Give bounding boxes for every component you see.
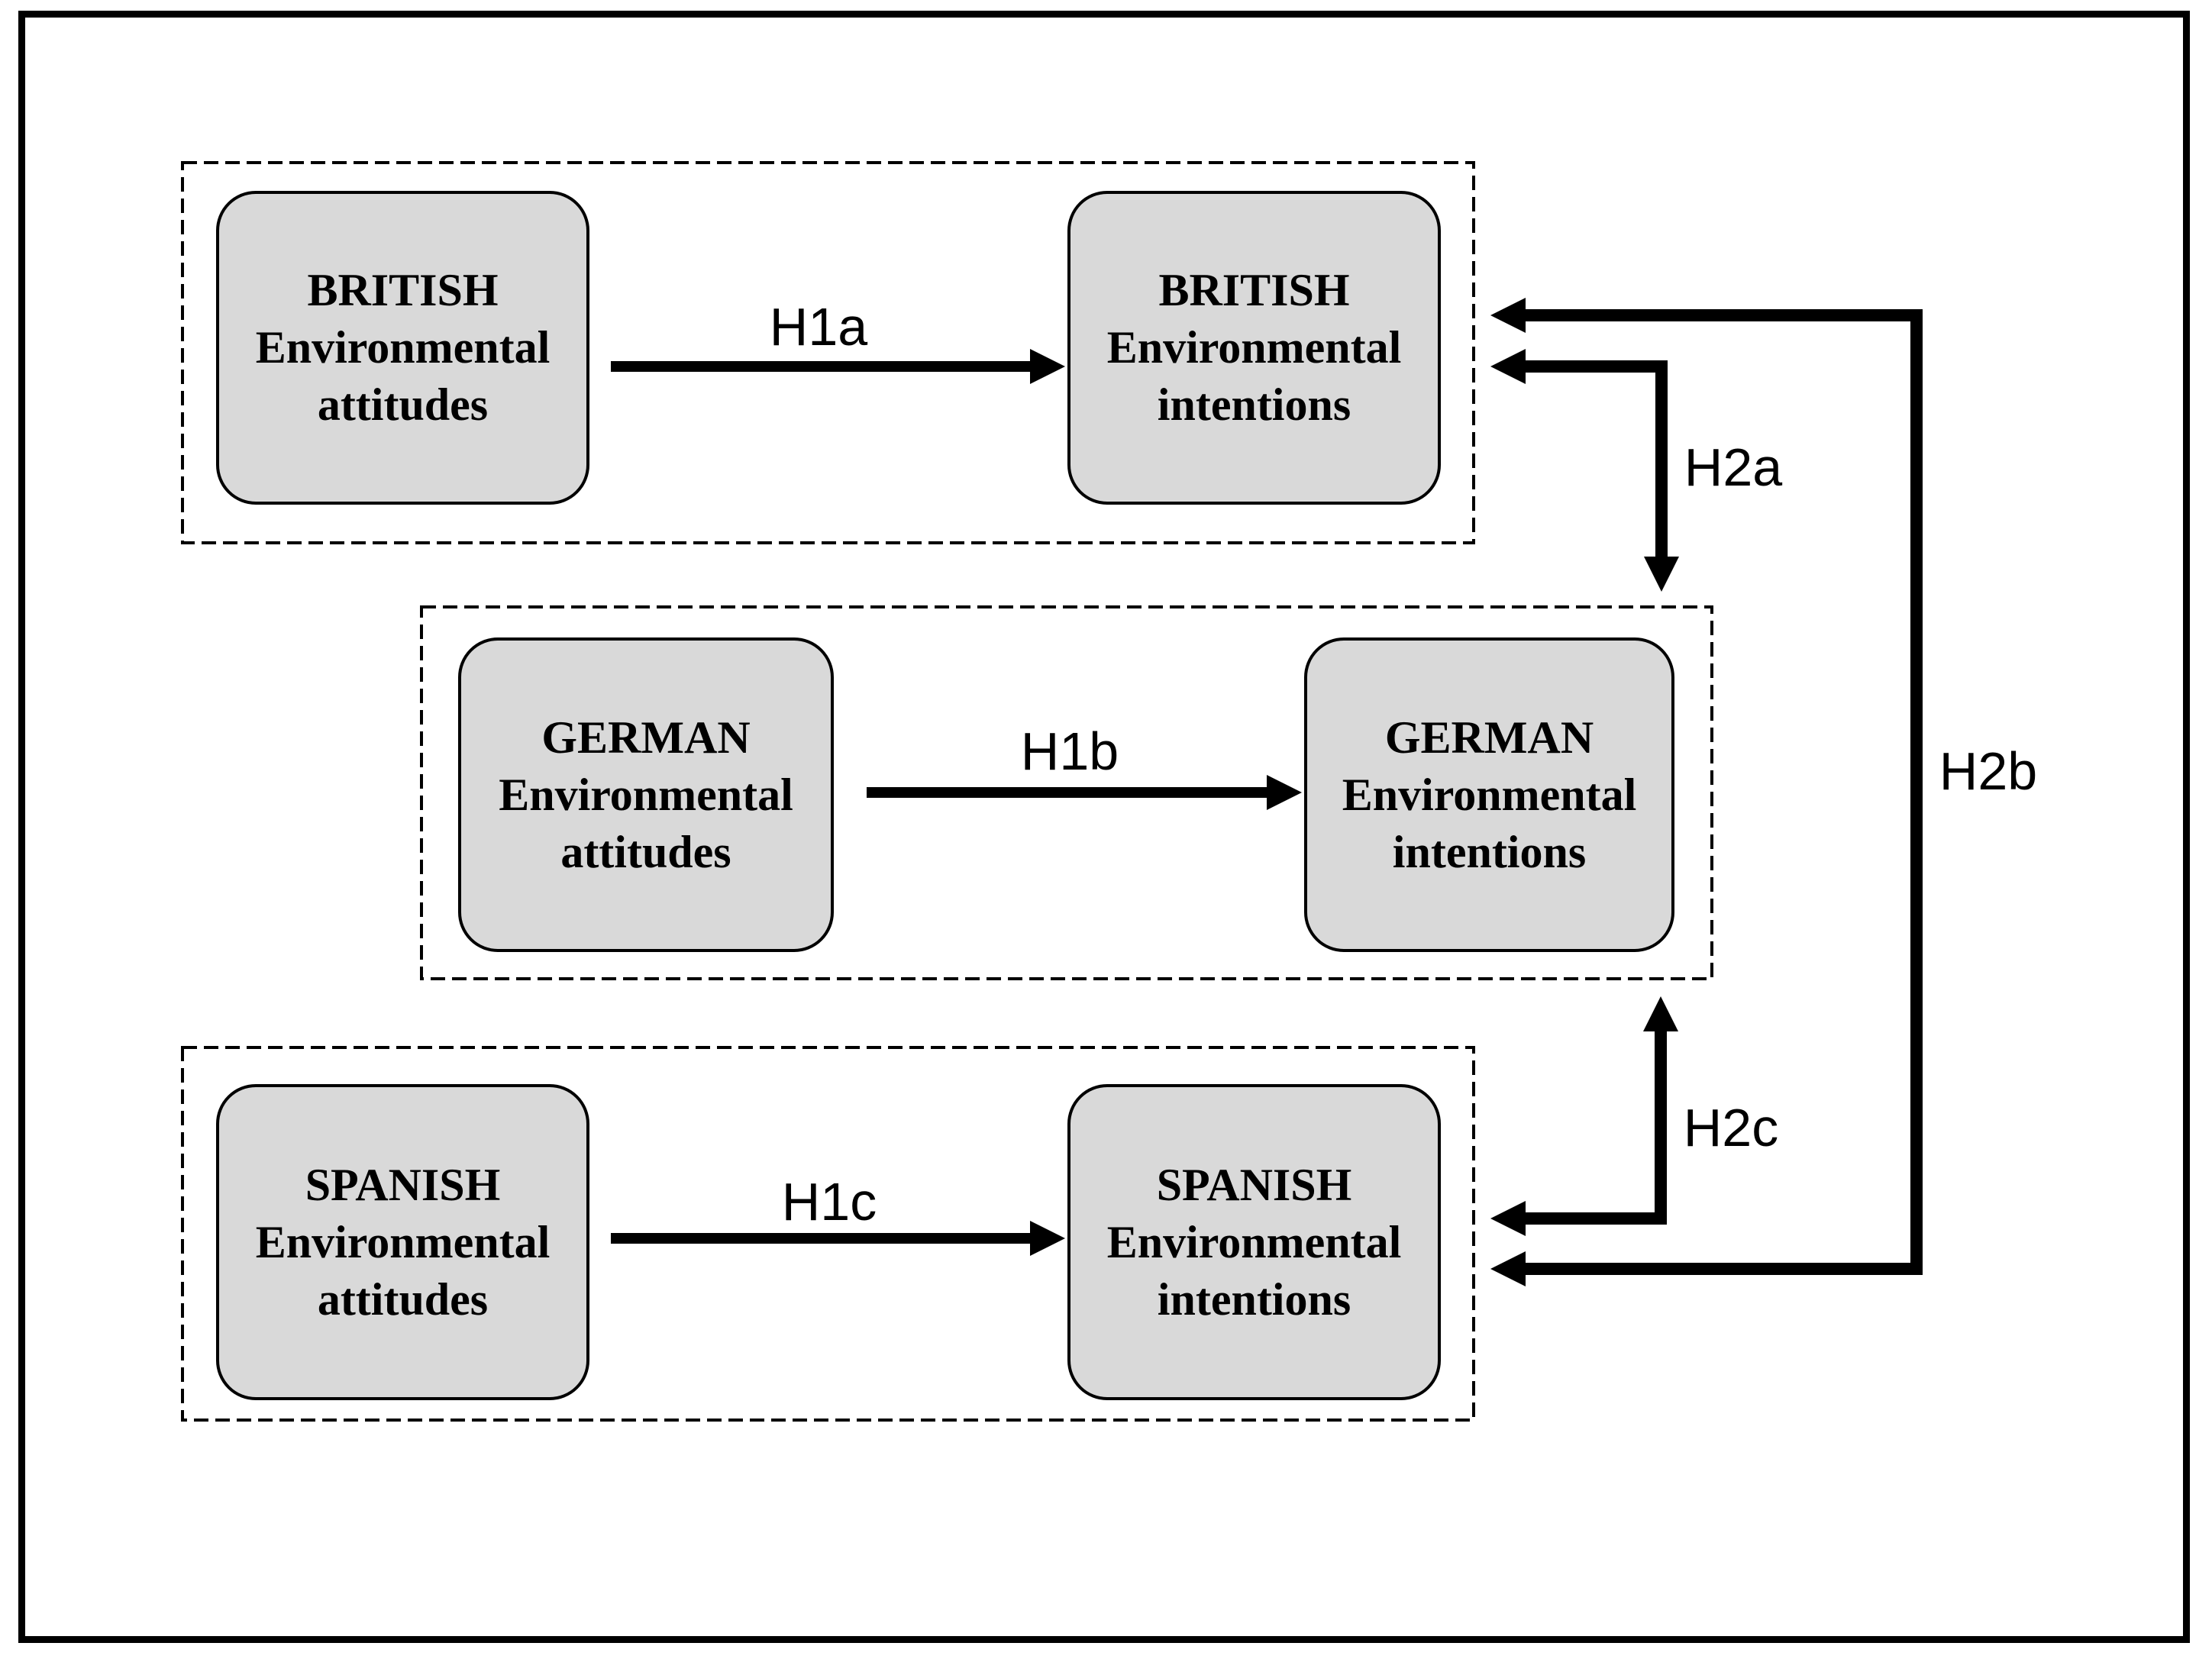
- node-line: Environmental: [1106, 322, 1402, 373]
- node-line: BRITISH: [1158, 265, 1350, 315]
- british-group-outline: [181, 161, 1475, 544]
- node-line: intentions: [1157, 1273, 1351, 1325]
- node-line: SPANISH: [305, 1159, 501, 1210]
- label-h1b: H1b: [1020, 721, 1119, 781]
- h1a-arrowhead: [1030, 349, 1065, 384]
- h2b-arrowhead-top: [1490, 298, 1526, 333]
- node-line: Environmental: [255, 322, 551, 373]
- label-h1c: H1c: [781, 1172, 877, 1231]
- node-line: BRITISH: [307, 265, 499, 315]
- node-british-attitudes: BRITISH Environmental attitudes: [216, 191, 589, 505]
- node-line: attitudes: [317, 379, 489, 430]
- label-h1a: H1a: [769, 297, 868, 357]
- label-h2c: H2c: [1683, 1098, 1779, 1157]
- h2c-arrowhead-up: [1643, 996, 1678, 1031]
- node-line: SPANISH: [1156, 1159, 1352, 1210]
- node-line: intentions: [1392, 826, 1587, 877]
- h1b-arrowhead: [1267, 775, 1302, 810]
- label-h2b: H2b: [1939, 741, 2038, 801]
- node-line: intentions: [1157, 379, 1351, 430]
- h2a-arrow-line: [1524, 360, 1668, 558]
- h2c-arrowhead-left: [1490, 1201, 1526, 1236]
- node-line: GERMAN: [541, 712, 751, 763]
- h2a-arrowhead-down: [1644, 557, 1679, 592]
- h2b-arrowhead-bottom: [1490, 1251, 1526, 1286]
- spanish-group-outline: [181, 1046, 1475, 1422]
- h2a-arrowhead-left: [1490, 349, 1526, 384]
- node-line: attitudes: [560, 826, 731, 877]
- h1c-arrowhead: [1030, 1221, 1065, 1256]
- figure-border: [18, 11, 2190, 1643]
- node-line: Environmental: [499, 769, 793, 820]
- node-spanish-intentions: SPANISH Environmental intentions: [1067, 1084, 1441, 1400]
- node-german-intentions: GERMAN Environmental intentions: [1304, 637, 1674, 952]
- node-german-attitudes: GERMAN Environmental attitudes: [458, 637, 834, 952]
- node-spanish-attitudes: SPANISH Environmental attitudes: [216, 1084, 589, 1400]
- h2b-arrow-line: [1524, 309, 1923, 1275]
- label-h2a: H2a: [1684, 437, 1783, 497]
- node-line: Environmental: [1342, 769, 1637, 820]
- node-line: GERMAN: [1384, 712, 1594, 763]
- h2c-arrow-line: [1524, 1031, 1667, 1225]
- node-line: Environmental: [255, 1216, 551, 1267]
- german-group-outline: [420, 605, 1713, 980]
- node-line: Environmental: [1106, 1216, 1402, 1267]
- node-line: attitudes: [317, 1273, 489, 1325]
- node-british-intentions: BRITISH Environmental intentions: [1067, 191, 1441, 505]
